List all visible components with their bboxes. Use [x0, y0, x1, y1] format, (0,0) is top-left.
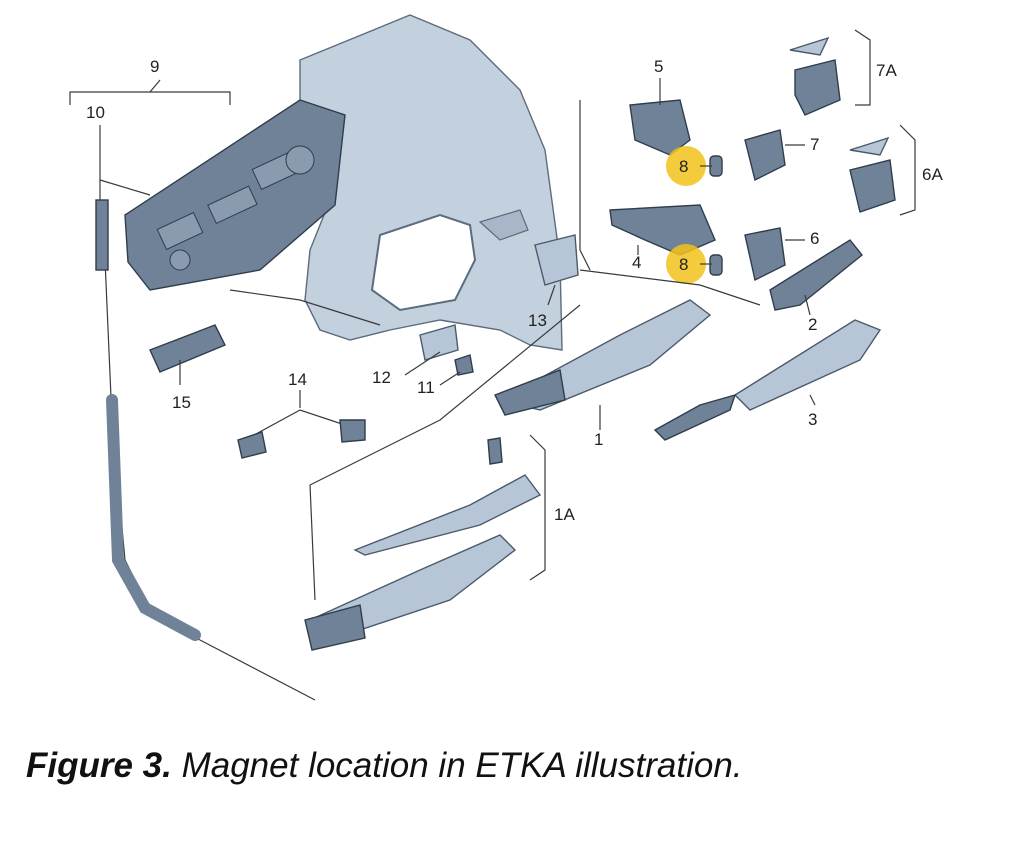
cap-6A	[849, 159, 896, 213]
cable-end	[95, 199, 109, 271]
handle-1A-base	[304, 604, 366, 651]
label-15: 15	[172, 393, 191, 412]
leader-lines	[69, 29, 916, 601]
connector-14b	[339, 419, 366, 443]
label-10: 10	[86, 103, 105, 122]
harness-3	[653, 393, 737, 441]
label-6A: 6A	[922, 165, 943, 184]
magnet-highlight-2	[666, 244, 706, 284]
magnet-highlight-1	[666, 146, 706, 186]
label-1A: 1A	[554, 505, 575, 524]
label-1: 1	[594, 430, 603, 449]
label-8-lower: 8	[679, 255, 688, 274]
plate-12	[419, 324, 459, 361]
door-handle-1-base	[494, 369, 566, 416]
door-panel	[299, 14, 563, 351]
caption-text: Magnet location in ETKA illustration.	[171, 746, 743, 785]
label-2: 2	[808, 315, 817, 334]
door-handle-cutout	[370, 213, 477, 312]
label-7A: 7A	[876, 61, 897, 80]
label-6: 6	[810, 229, 819, 248]
exploded-door-handle-diagram: 9 10 5 7A 7 6A 8 8 4 6 2 13 12 11 14 15 …	[69, 14, 943, 701]
label-13: 13	[528, 311, 547, 330]
screw-1A	[487, 437, 503, 465]
seal-13	[534, 234, 579, 286]
label-7: 7	[810, 135, 819, 154]
lock-cylinder-housing-4	[609, 204, 716, 256]
label-4: 4	[632, 253, 641, 272]
lock-mechanism-details	[156, 145, 315, 271]
door-handle-recess	[478, 209, 529, 241]
label-12: 12	[372, 368, 391, 387]
label-11: 11	[417, 378, 435, 397]
bowden-cable-sheath	[106, 394, 201, 641]
label-5: 5	[654, 57, 663, 76]
caption-prefix: Figure 3.	[26, 746, 172, 785]
figure-caption: Figure 3. Magnet location in ETKA illust…	[26, 746, 986, 786]
trim-strip-1A	[353, 474, 542, 556]
cap-6	[744, 227, 786, 282]
cap-7	[744, 129, 786, 182]
cap-7A	[794, 59, 841, 116]
label-3: 3	[808, 410, 817, 429]
cap-7A-trim	[789, 36, 830, 56]
magnet-2	[709, 254, 723, 276]
harness-14	[244, 409, 346, 441]
handle-bracket-2	[769, 239, 863, 311]
cap-6A-trim	[849, 136, 890, 156]
label-8-upper: 8	[679, 157, 688, 176]
label-14: 14	[288, 370, 307, 389]
handle-cover-3	[733, 319, 882, 411]
screw-11	[454, 354, 474, 376]
connector-15	[149, 324, 226, 373]
label-9: 9	[150, 57, 159, 76]
connector-14	[237, 431, 267, 459]
